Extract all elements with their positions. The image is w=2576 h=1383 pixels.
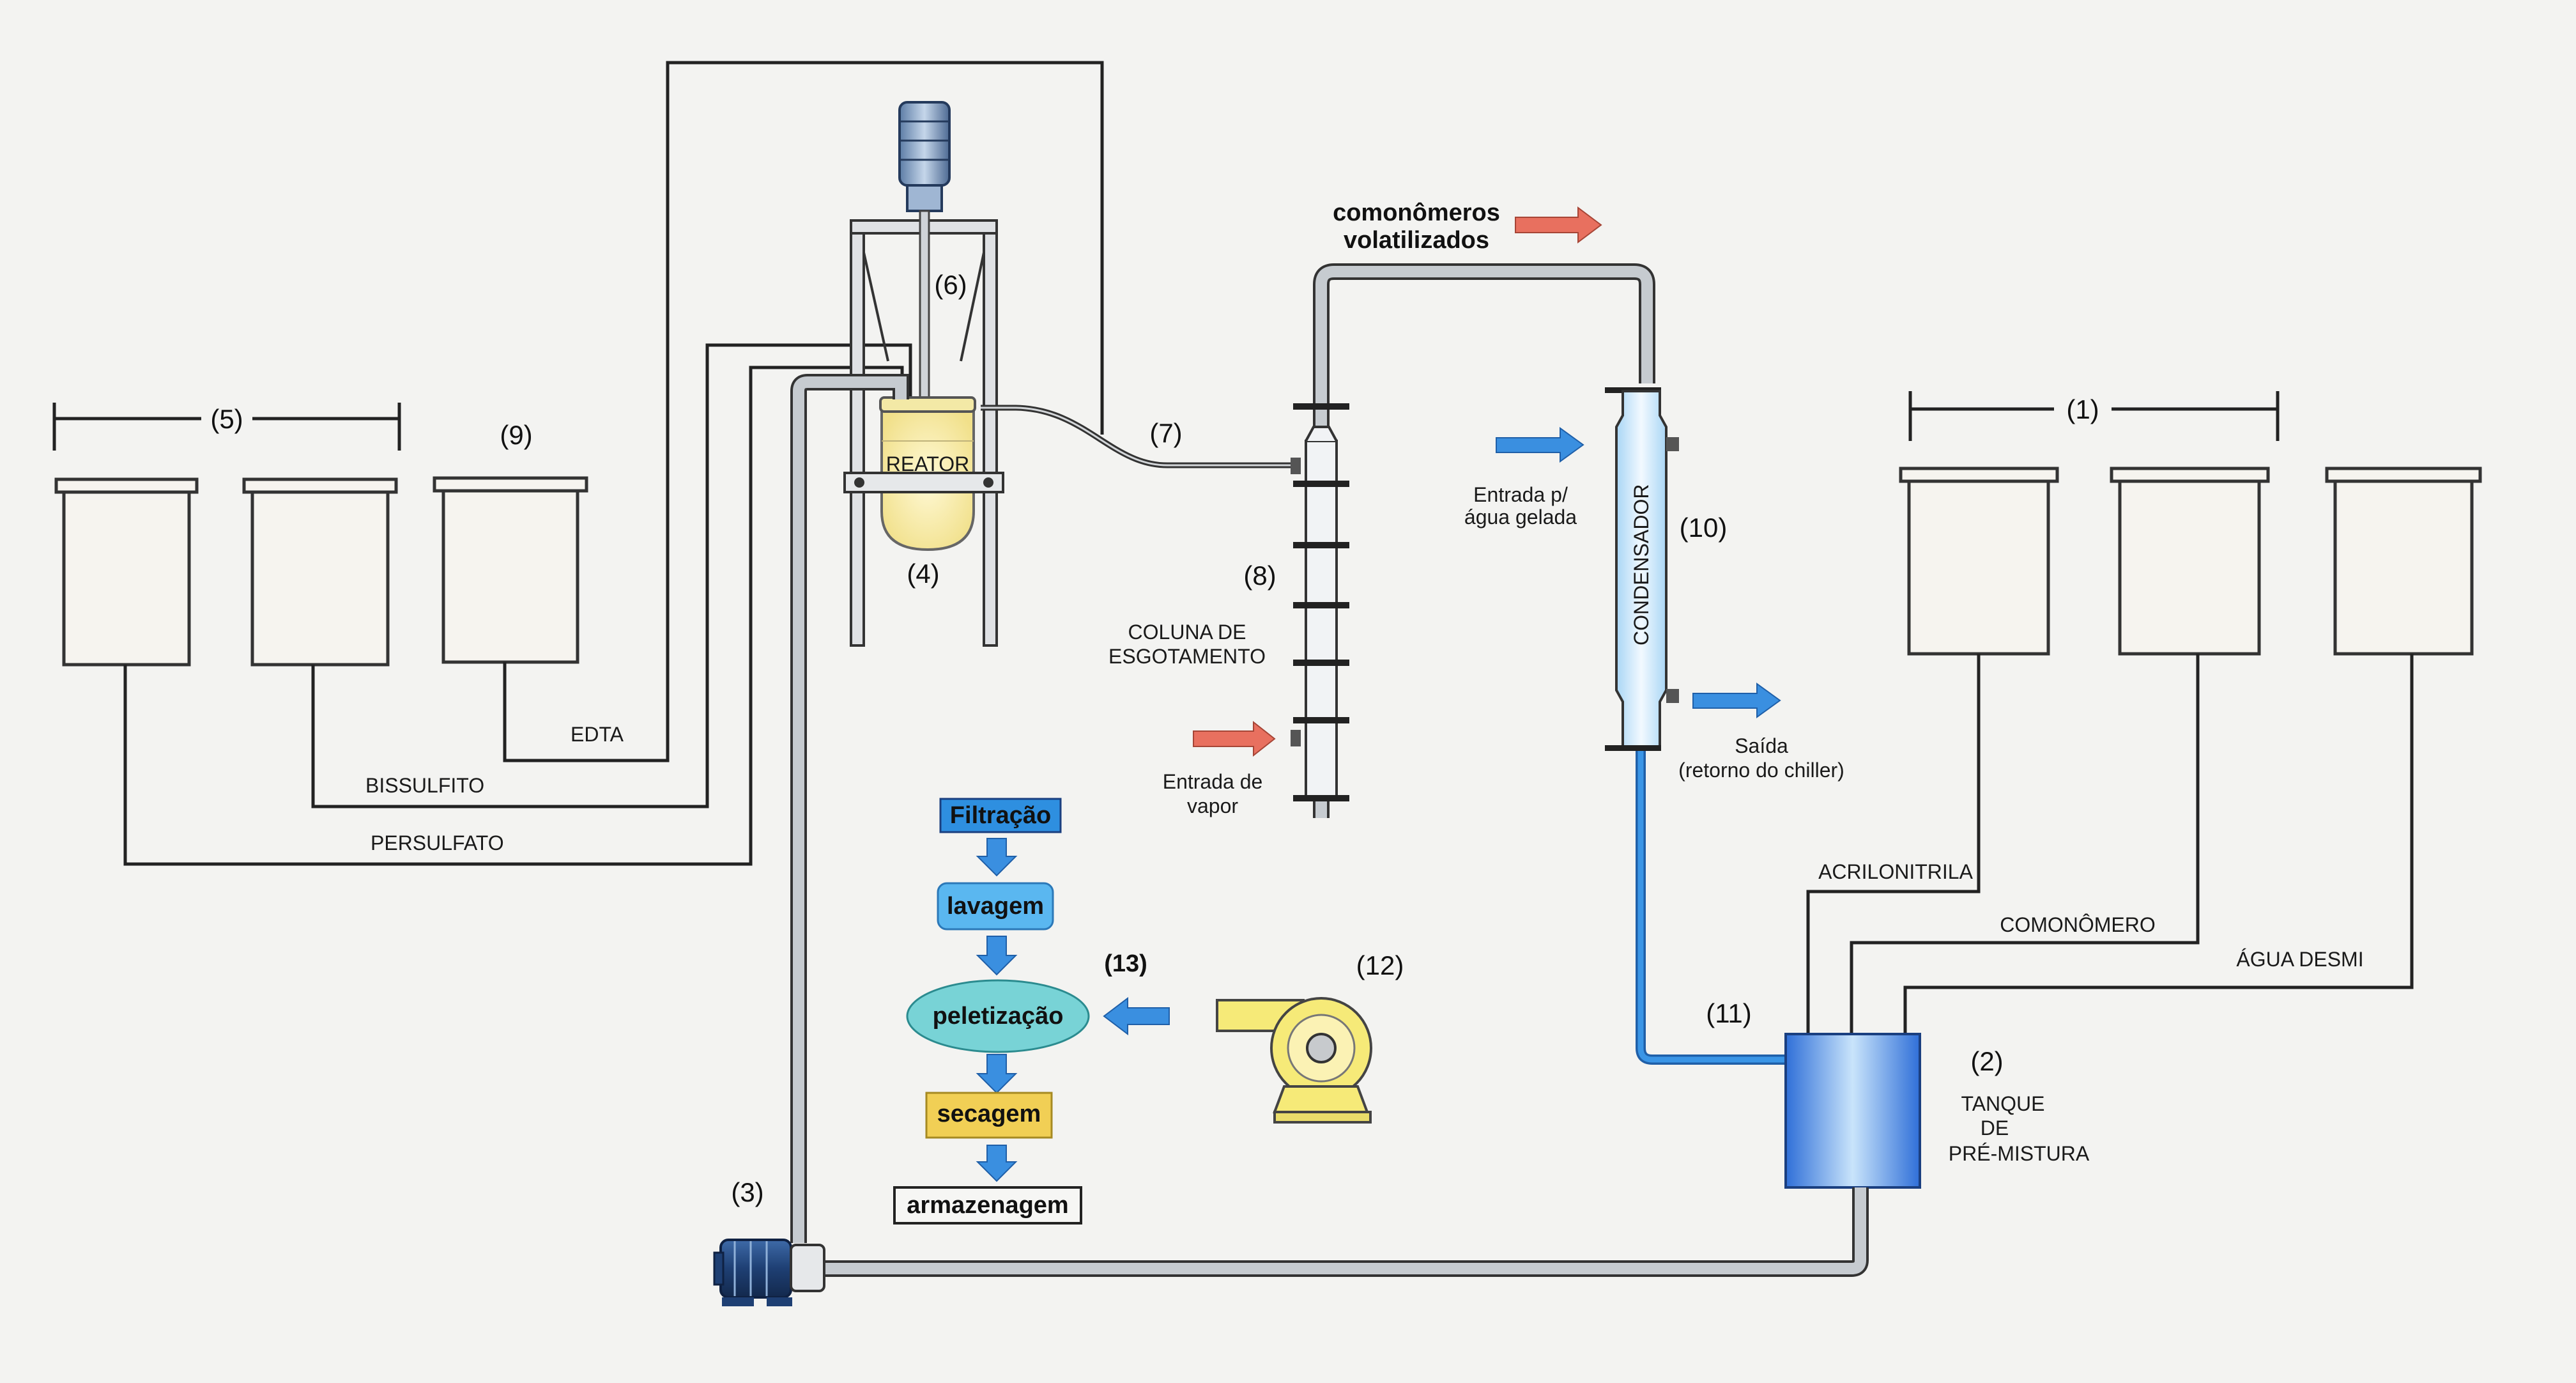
agitator-motor (898, 101, 951, 404)
condenser: CONDENSADOR (1605, 387, 1679, 751)
slurry-pump (1216, 997, 1372, 1124)
line-agua-desmi (1903, 654, 2414, 1034)
label-acrilonitrila: ACRILONITRILA (1818, 860, 1973, 883)
group-raw-bracket: (1) (1908, 391, 2280, 441)
column-label-line2: ESGOTAMENTO (1108, 645, 1266, 668)
arrow-2-icon (976, 936, 1018, 976)
water-in-line1: Entrada p/ (1473, 483, 1568, 506)
volatiles-label-line1: comonômeros (1333, 199, 1500, 226)
step-armazenagem: armazenagem (893, 1186, 1082, 1225)
premix-label-line1: TANQUE (1961, 1092, 2045, 1115)
step-filtracao: Filtração (939, 798, 1062, 833)
feed-pump (713, 1239, 825, 1306)
line-11-label: (11) (1706, 998, 1752, 1028)
water-in-line2: água gelada (1464, 506, 1577, 529)
premix-label-line2: DE (1981, 1116, 2009, 1140)
label-agua-desmi: ÁGUA DESMI (2236, 948, 2363, 971)
group-additives-label: (5) (210, 404, 243, 434)
label-persulfato: PERSULFATO (371, 831, 504, 854)
tank-bissulfito (242, 477, 398, 667)
reactor-number: (4) (907, 559, 939, 589)
volatiles-out-arrow-icon (1515, 206, 1602, 243)
arrow-4-icon (976, 1145, 1018, 1182)
slurry-to-process-arrow-icon (1103, 996, 1170, 1036)
tank-acrilonitrila (1899, 467, 2059, 656)
cold-water-inlet-arrow-icon (1496, 427, 1584, 463)
condenser-number: (10) (1680, 513, 1728, 543)
slurry-pump-number: (12) (1356, 950, 1404, 980)
reactor-label: REATOR (886, 452, 969, 475)
step-armazenagem-label: armazenagem (907, 1192, 1068, 1219)
step-peletizacao-label: peletização (933, 1003, 1064, 1030)
premix-number: (2) (1970, 1046, 2003, 1076)
tank-edta-number: (9) (500, 420, 532, 450)
step-filtracao-label: Filtração (950, 802, 1051, 829)
group-additives-bracket: (5) (52, 403, 401, 451)
line-persulfato (123, 366, 904, 866)
arrow-3-icon (976, 1054, 1018, 1094)
water-out-line1: Saída (1735, 734, 1788, 757)
line-acrilonitrila (1806, 654, 1981, 1034)
step-secagem-label: secagem (937, 1101, 1041, 1127)
arrow-1-icon (976, 838, 1018, 877)
tank-comonomero (2110, 467, 2270, 656)
steam-label-line1: Entrada de (1163, 770, 1263, 793)
stripping-column (1291, 263, 1655, 818)
line-7-label: (7) (1149, 418, 1182, 448)
step-13-number: (13) (1104, 950, 1147, 977)
line-edta (503, 61, 1104, 762)
column-number: (8) (1243, 560, 1276, 591)
tank-agua-desmi (2325, 467, 2482, 656)
step-lavagem-label: lavagem (947, 893, 1044, 920)
column-label-line1: COLUNA DE (1128, 621, 1246, 644)
chiller-return-arrow-icon (1692, 683, 1781, 718)
water-out-line2: (retorno do chiller) (1678, 759, 1844, 782)
volatiles-label-line2: volatilizados (1344, 227, 1489, 254)
premix-label-line3: PRÉ-MISTURA (1949, 1142, 2090, 1165)
step-lavagem: lavagem (937, 882, 1054, 931)
steam-inlet-arrow-icon (1193, 720, 1276, 757)
step-peletizacao: peletização (906, 979, 1090, 1053)
step-secagem: secagem (925, 1092, 1053, 1139)
label-bissulfito: BISSULFITO (365, 774, 484, 797)
group-raw-label: (1) (2066, 394, 2099, 424)
line-7-reactor-to-column (981, 405, 1296, 468)
line-bissulfito (311, 343, 912, 808)
label-comonomero: COMONÔMERO (2000, 913, 2156, 936)
condenser-label: CONDENSADOR (1630, 484, 1653, 645)
agitator-number: (6) (934, 270, 967, 300)
steam-label-line2: vapor (1187, 794, 1238, 817)
premix-tank (1784, 1033, 1921, 1189)
line-comonomero (1850, 654, 2200, 1034)
reactor-vessel: REATOR (843, 396, 1004, 552)
label-edta: EDTA (571, 723, 624, 746)
tank-persulfato (54, 477, 199, 667)
pump-number: (3) (731, 1177, 763, 1207)
tank-edta (433, 476, 588, 664)
